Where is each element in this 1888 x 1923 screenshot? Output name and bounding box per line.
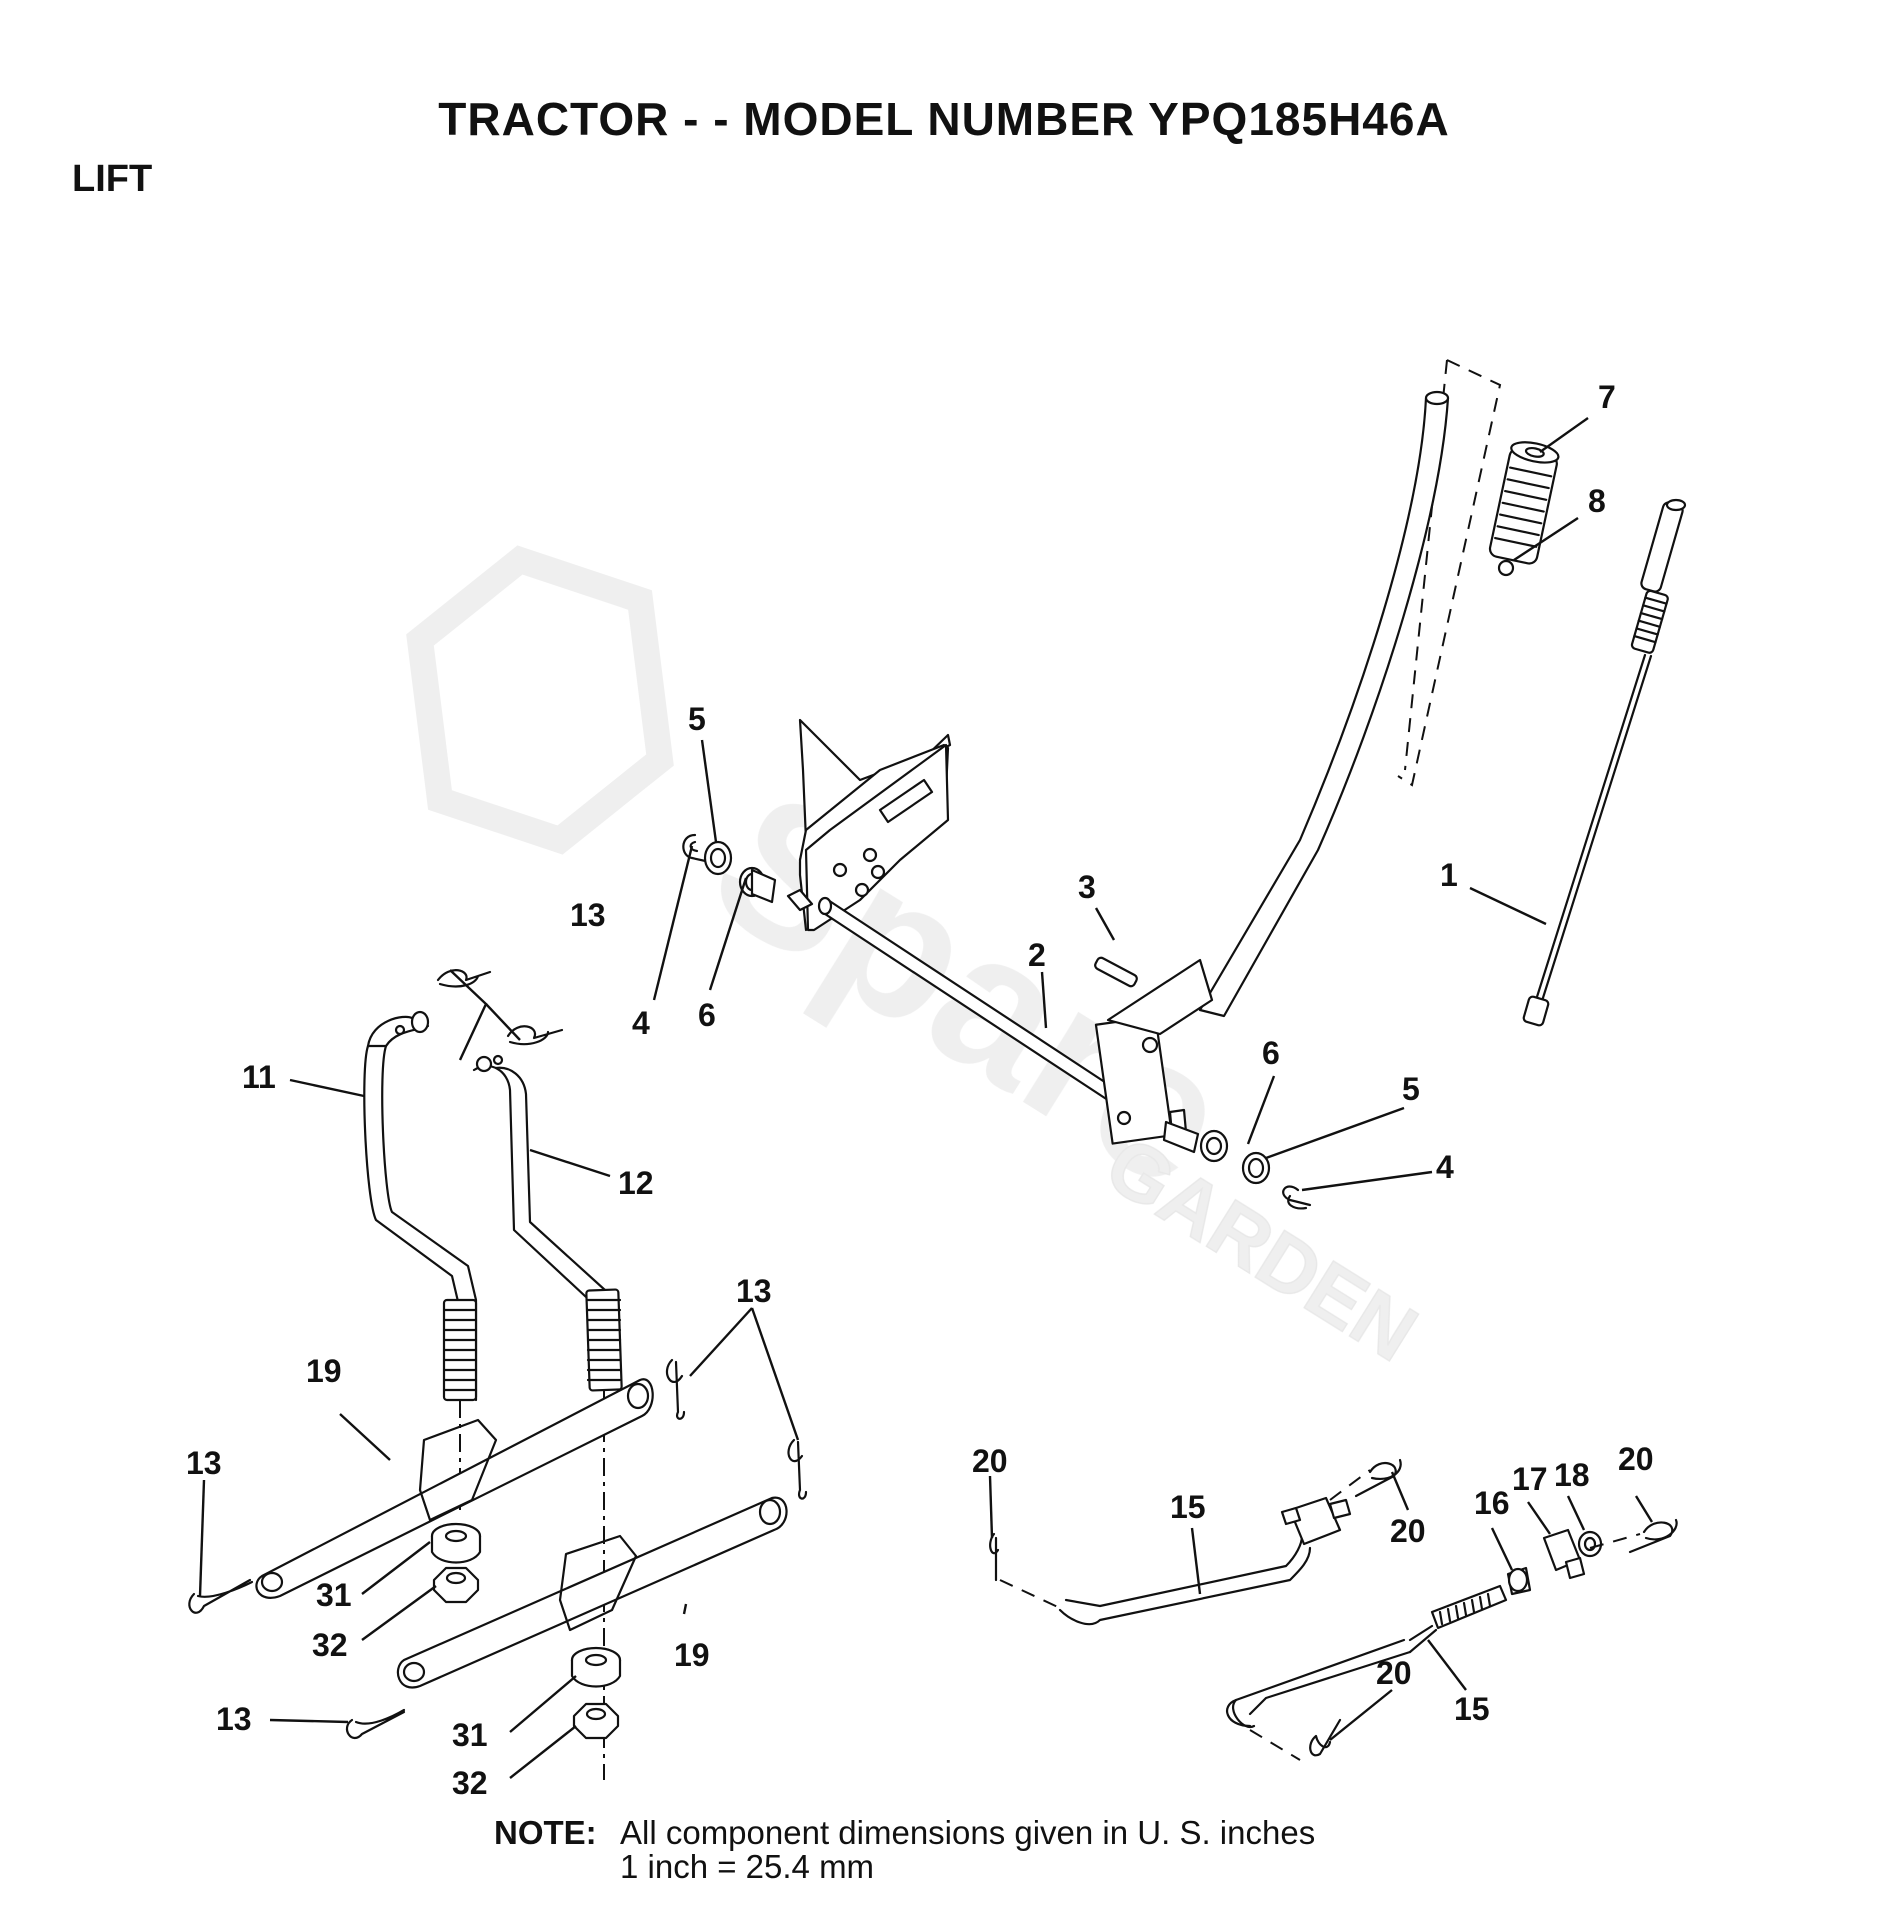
callout-31-lower: 31	[452, 1717, 488, 1753]
callout-20-bottom: 20	[1376, 1655, 1412, 1691]
page-title: TRACTOR - - MODEL NUMBER YPQ185H46A	[438, 93, 1450, 145]
cross-shaft-part-2	[786, 888, 1214, 1145]
handle-grip	[1397, 359, 1560, 787]
callout-16: 16	[1474, 1485, 1510, 1521]
callout-13-top: 13	[570, 897, 606, 933]
mounting-plate	[798, 718, 952, 932]
callout-19-lower: 19	[674, 1637, 710, 1673]
nut-set-lower	[570, 1646, 622, 1740]
lift-rod-part-1	[1522, 498, 1687, 1027]
callout-4-right: 4	[1436, 1149, 1454, 1185]
rear-link-upper-part-15	[999, 1469, 1371, 1626]
callout-15-lower: 15	[1454, 1691, 1490, 1727]
callout-5-right: 5	[1402, 1071, 1420, 1107]
callout-6-right: 6	[1262, 1035, 1280, 1071]
lift-lever	[1198, 390, 1450, 1018]
callout-12: 12	[618, 1165, 654, 1201]
lift-arm-upper-part-19	[255, 1378, 654, 1599]
callout-15-upper: 15	[1170, 1489, 1206, 1525]
hairpin-clips-part-13	[188, 969, 808, 1740]
note-label: NOTE:	[494, 1814, 597, 1851]
left-clip-washer-set	[682, 833, 777, 904]
callout-20-mid: 20	[1390, 1513, 1426, 1549]
callout-6-left: 6	[698, 997, 716, 1033]
note-line-1: All component dimensions given in U. S. …	[620, 1814, 1316, 1851]
callout-3: 3	[1078, 869, 1096, 905]
callout-8: 8	[1588, 483, 1606, 519]
lift-arm-lower-part-19	[396, 1496, 788, 1689]
callout-20-right: 20	[1618, 1441, 1654, 1477]
nut-set-upper	[430, 1522, 482, 1604]
section-title: LIFT	[72, 158, 153, 200]
callout-18: 18	[1554, 1457, 1590, 1493]
callout-13-right: 13	[736, 1273, 772, 1309]
dimension-note: NOTE: All component dimensions given in U…	[494, 1816, 1315, 1884]
callout-2: 2	[1028, 937, 1046, 973]
pin-part-3	[1094, 956, 1138, 988]
lift-link-part-11	[363, 1010, 478, 1402]
callout-13-left: 13	[186, 1445, 222, 1481]
callout-5-left: 5	[688, 701, 706, 737]
callout-20-left: 20	[972, 1443, 1008, 1479]
callout-17: 17	[1512, 1461, 1548, 1497]
callout-32-upper: 32	[312, 1627, 348, 1663]
callout-7: 7	[1598, 379, 1616, 415]
watermark-logo-icon	[406, 545, 674, 855]
callout-31-upper: 31	[316, 1577, 352, 1613]
callout-11: 11	[242, 1059, 276, 1095]
right-clip-washer-set	[1162, 1120, 1312, 1210]
callout-13-bottom: 13	[216, 1701, 252, 1737]
callout-19-upper: 19	[306, 1353, 342, 1389]
note-line-2: 1 inch = 25.4 mm	[620, 1848, 875, 1885]
lift-link-part-12	[472, 1054, 623, 1392]
callout-32-lower: 32	[452, 1765, 488, 1801]
callout-4-left: 4	[632, 1005, 650, 1041]
leader-lines	[198, 417, 1654, 1779]
callout-labels: 7 8 1 5 4 6 3 2 6 5 4 13 11 12 19 13 13 …	[186, 379, 1654, 1801]
callout-1: 1	[1440, 857, 1458, 893]
rear-link-lower-part-15	[1225, 1528, 1641, 1761]
